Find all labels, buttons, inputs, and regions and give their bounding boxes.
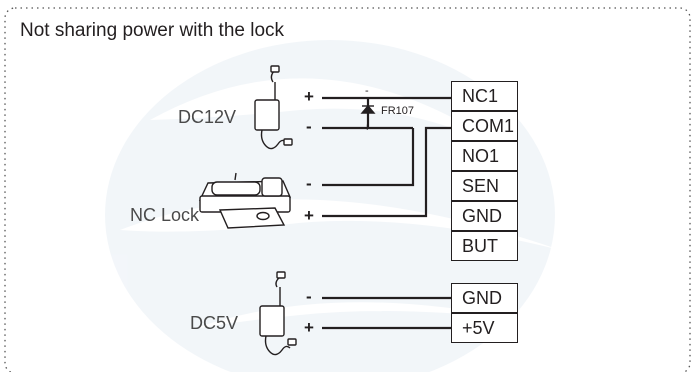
terminal-but: BUT bbox=[451, 231, 518, 261]
label-diode: FR107 bbox=[381, 105, 415, 117]
terminal-nc1: NC1 bbox=[451, 81, 518, 111]
dotted-frame bbox=[4, 7, 691, 372]
dc12v-adapter-icon bbox=[254, 65, 293, 150]
sign-lock-minus: - bbox=[306, 174, 312, 193]
wire-lock-plus-com1 bbox=[322, 126, 451, 218]
terminal-power-5v: +5V bbox=[451, 313, 518, 343]
diagram-title: Not sharing power with the lock bbox=[20, 20, 285, 41]
wires bbox=[322, 96, 451, 330]
terminal-power-gnd: GND bbox=[451, 283, 518, 313]
terminal-com1: COM1 bbox=[451, 111, 518, 141]
terminal-sen: SEN bbox=[451, 171, 518, 201]
dc5v-adapter-icon bbox=[259, 271, 297, 356]
sign-diode-plus: + bbox=[364, 122, 371, 134]
terminal-no1: NO1 bbox=[451, 141, 518, 171]
sign-dc12v-minus: - bbox=[306, 117, 312, 136]
label-dc12v: DC12V bbox=[178, 107, 237, 127]
nc-lock-icon bbox=[198, 172, 292, 229]
sign-dc12v-plus: + bbox=[304, 87, 314, 106]
sign-diode-minus: - bbox=[365, 85, 369, 97]
diode-symbol-icon bbox=[360, 104, 376, 114]
sign-lock-plus: + bbox=[304, 206, 314, 225]
wire-lock-minus bbox=[322, 128, 415, 187]
sign-dc5v-plus: + bbox=[304, 318, 314, 337]
label-nc-lock: NC Lock bbox=[130, 205, 200, 225]
sign-dc5v-minus: - bbox=[306, 287, 312, 306]
label-dc5v: DC5V bbox=[190, 313, 239, 333]
terminal-gnd: GND bbox=[451, 201, 518, 231]
